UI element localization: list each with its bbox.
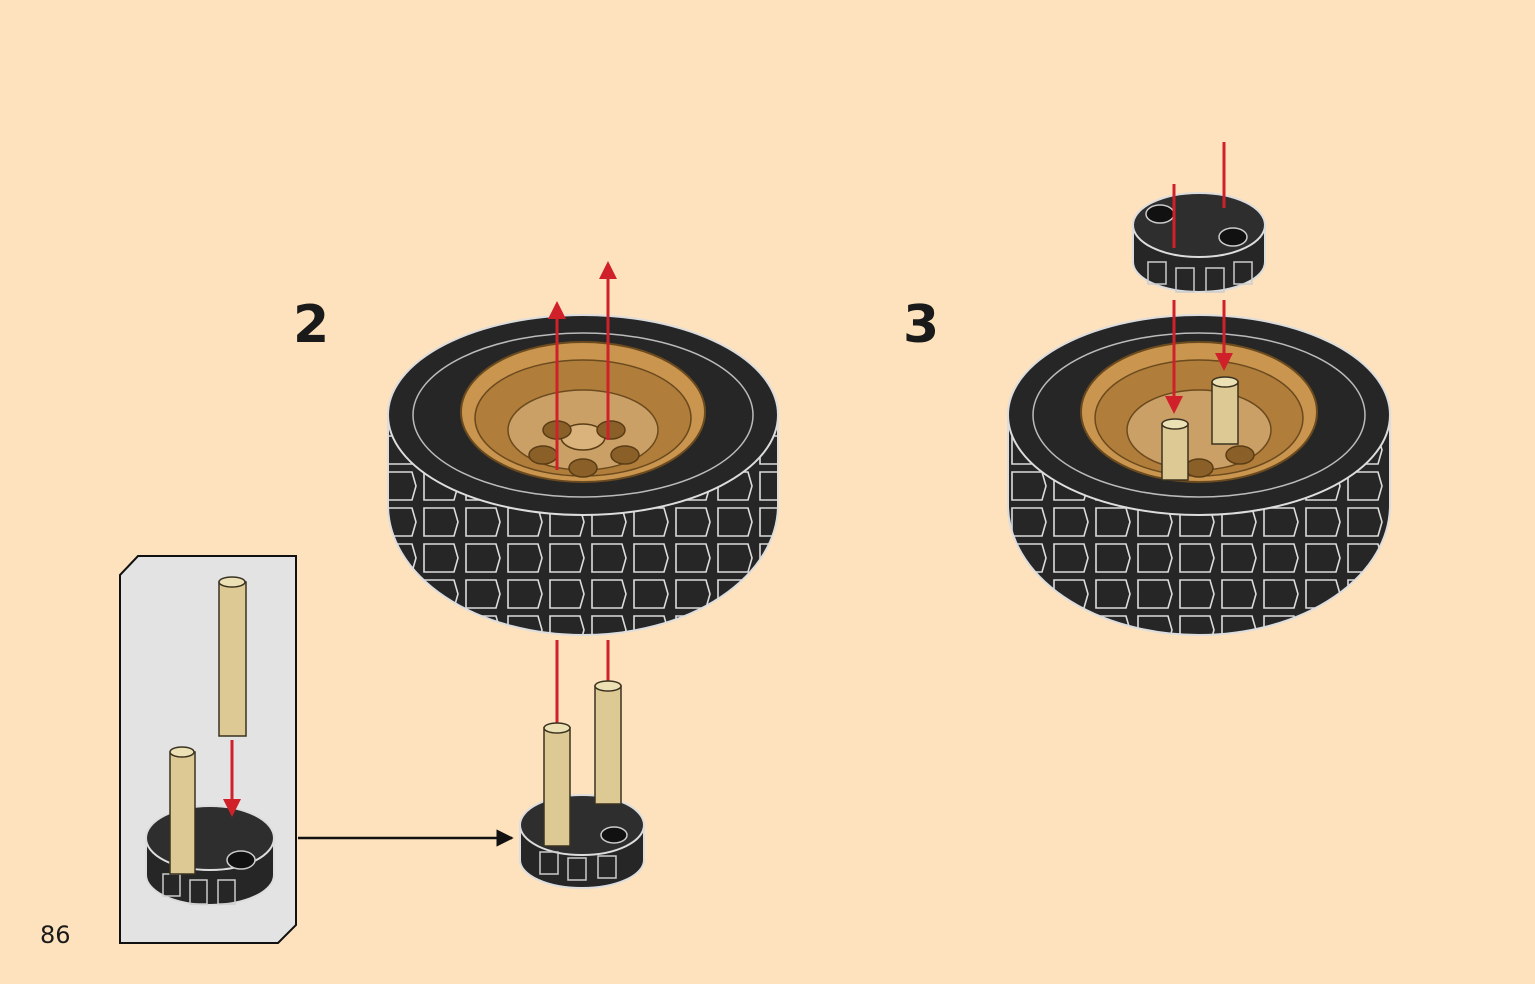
hub-assembly-step2	[519, 680, 645, 889]
sub-assembly-callout	[119, 555, 297, 944]
step-number-2: 2	[293, 295, 330, 355]
hub-step3	[1132, 192, 1266, 293]
insert-arrows-step3	[1165, 142, 1233, 414]
page-number: 86	[40, 921, 71, 949]
wheel-step3	[1007, 314, 1391, 636]
step-number-3: 3	[903, 295, 940, 355]
wheel-step2	[387, 314, 779, 636]
